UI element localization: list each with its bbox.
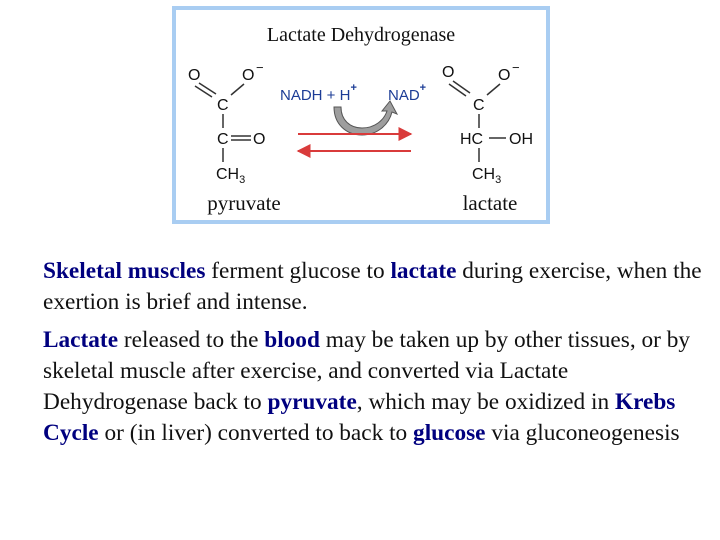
lactate-structure: O O − C HC OH CH3 lactate [442, 60, 533, 215]
highlight-term: pyruvate [267, 389, 357, 415]
lactate-carbon-1: C [473, 97, 485, 114]
figure-title: Lactate Dehydrogenase [267, 24, 455, 46]
reaction-arrows: NADH + H+ NAD+ [280, 82, 426, 158]
highlight-term: Lactate [43, 327, 119, 353]
body-text: during exercise, when the exertion is br… [43, 258, 702, 315]
lactate-carboxyl-charge: − [512, 60, 520, 75]
curved-cofactor-arrow [333, 100, 399, 136]
highlight-term: glucose [413, 420, 486, 446]
lactate-carboxyl-o2: O [498, 67, 510, 84]
pyruvate-carboxyl-o2: O [242, 67, 254, 84]
reaction-figure: Lactate Dehydrogenase O O − C C O CH3 py… [172, 6, 550, 224]
body-text: may be taken up by other tissues, or by … [43, 327, 691, 415]
pyruvate-label: pyruvate [207, 191, 280, 215]
body-text: released to the [118, 327, 265, 353]
highlight-term: lactate [390, 258, 457, 284]
highlight-term: blood [264, 327, 320, 353]
highlight-term: Skeletal muscles [43, 258, 206, 284]
lactate-hc: HC [460, 131, 483, 148]
pyruvate-double-bond-b [194, 85, 213, 98]
paragraph-muscle-fermentation: Skeletal muscles ferment glucose to lact… [43, 256, 708, 318]
pyruvate-double-bond-a [198, 82, 217, 95]
lactate-methyl: CH3 [472, 166, 501, 186]
lactate-hydroxyl: OH [509, 131, 533, 148]
lactate-double-bond-b [448, 83, 467, 97]
reaction-diagram: Lactate Dehydrogenase O O − C C O CH3 py… [188, 24, 533, 215]
body-text: or (in liver) converted to back to [98, 420, 414, 446]
body-text: via gluconeogenesis [485, 420, 680, 446]
paragraph-lactate-fate: Lactate released to the blood may be tak… [43, 325, 708, 449]
pyruvate-carboxyl-o1: O [188, 67, 200, 84]
body-text: ferment glucose to [205, 258, 391, 284]
pyruvate-single-bond-o [230, 83, 245, 96]
lactate-single-bond-o [486, 83, 501, 96]
highlight-term: Krebs Cycle [43, 389, 676, 446]
nad-label: NAD+ [388, 82, 426, 104]
pyruvate-carbon-2: C [217, 131, 229, 148]
lactate-carboxyl-o1: O [442, 64, 454, 81]
lactate-label: lactate [463, 191, 518, 215]
explanation-text: Skeletal muscles ferment glucose to lact… [43, 256, 708, 456]
pyruvate-methyl: CH3 [216, 166, 245, 186]
pyruvate-carbon-1: C [217, 97, 229, 114]
lactate-double-bond-a [452, 80, 471, 94]
pyruvate-ketone-o: O [253, 131, 265, 148]
pyruvate-structure: O O − C C O CH3 pyruvate [188, 60, 281, 215]
pyruvate-carboxyl-charge: − [256, 60, 264, 75]
body-text: , which may be oxidized in [356, 389, 615, 415]
nadh-label: NADH + H+ [280, 82, 357, 104]
